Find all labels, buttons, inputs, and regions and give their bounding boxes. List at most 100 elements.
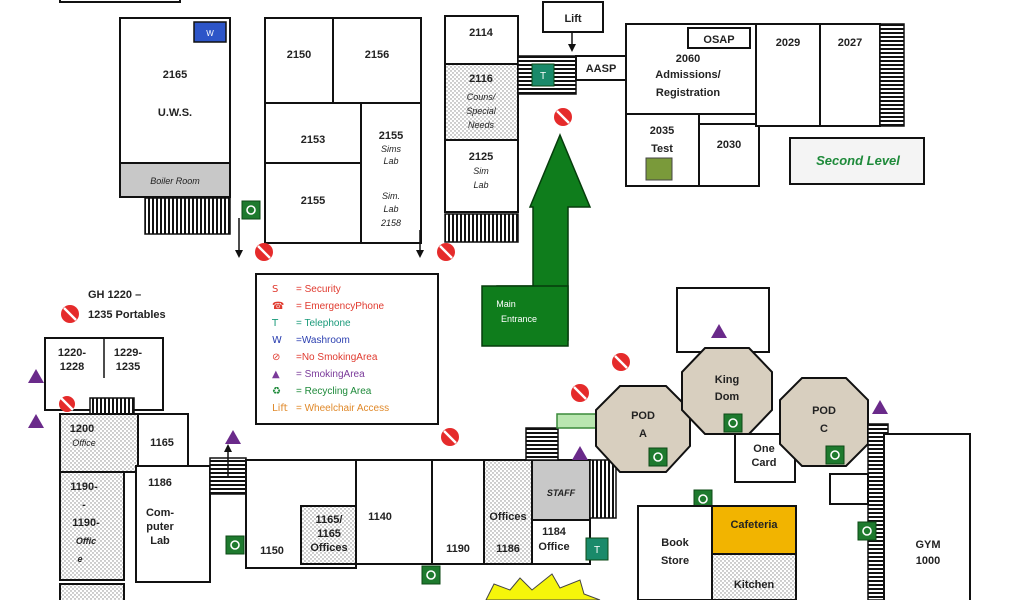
admissions-label: Admissions/	[655, 69, 720, 81]
legend-label-4: =No SmokingArea	[296, 352, 378, 363]
room-2035-test[interactable]: 2035 Test	[625, 113, 700, 187]
one-card-label-2: Card	[751, 457, 776, 469]
room-2153[interactable]: 2153	[264, 102, 362, 164]
room-above-king-dom	[676, 287, 770, 353]
room-2114[interactable]: 2114	[444, 15, 519, 65]
staff-room[interactable]: STAFF	[531, 459, 591, 521]
boiler-room-label: Boiler Room	[150, 176, 200, 186]
room-2150[interactable]: 2150	[264, 17, 334, 104]
stairs-icon	[89, 397, 135, 415]
portable-1228-label: 1228	[60, 361, 84, 373]
room-2156-label: 2156	[365, 49, 389, 61]
special-label: Special	[466, 106, 497, 116]
room-1190b-label: 1190-	[72, 517, 100, 529]
lab-label-2: Lab	[383, 204, 398, 214]
recycling-icon	[421, 565, 441, 585]
svg-text:-: -	[82, 499, 86, 511]
sim-label-2: Sim.	[382, 191, 400, 201]
kitchen-label: Kitchen	[734, 579, 775, 591]
legend-label-7: = Wheelchair Access	[296, 403, 389, 414]
book-store[interactable]: Book Store	[637, 505, 713, 600]
no-smoking-icon	[437, 243, 455, 261]
room-2155b-label: 2155	[379, 130, 403, 142]
room-2029[interactable]: 2029	[755, 23, 821, 127]
aasp-label: AASP	[586, 63, 617, 75]
legend-symbol-1: ☎	[272, 301, 284, 312]
legend-label-6: = Recycling Area	[296, 386, 372, 397]
room-1184-office[interactable]: 1184 Office	[531, 519, 591, 565]
room-2155-sims-lab[interactable]: 2155 Sims Lab Sim. Lab 2158	[360, 102, 422, 244]
pod-a-label-1: POD	[631, 410, 655, 422]
couns-label: Couns/	[467, 92, 497, 102]
kitchen[interactable]: Kitchen	[711, 553, 797, 600]
lift-label: Lift	[564, 13, 581, 25]
room-1190-office[interactable]: 1190- - 1190- Offic e	[59, 471, 125, 581]
room-2150-label: 2150	[287, 49, 311, 61]
room-2153-label: 2153	[301, 134, 325, 146]
legend-symbol-4: ⊘	[272, 352, 280, 363]
second-level-box: Second Level	[789, 137, 925, 185]
recycling-icon	[857, 521, 877, 541]
uws-label: U.W.S.	[158, 107, 192, 119]
room-1186-computer-lab[interactable]: 1186 Com- puter Lab	[135, 465, 211, 583]
room-1150-label: 1150	[260, 545, 284, 557]
room-1190a-label: 1190-	[70, 481, 98, 493]
pod-c[interactable]: POD C	[779, 377, 869, 467]
room-2030[interactable]: 2030	[698, 123, 760, 187]
room-2125[interactable]: 2125 Sim Lab	[444, 139, 519, 213]
portable-1229-label: 1229-	[114, 347, 142, 359]
portable-1235-label: 1235	[116, 361, 140, 373]
main-entrance-label-1: Main	[496, 299, 516, 309]
offices-1186[interactable]: Offices 1186	[483, 459, 533, 565]
room-1200-office[interactable]: 1200 Office	[59, 413, 139, 473]
room-2035-label: 2035	[650, 125, 674, 137]
room-2027[interactable]: 2027	[819, 23, 881, 127]
svg-text:T: T	[594, 545, 600, 556]
recycling-icon	[723, 413, 743, 433]
smoking-area-icon	[225, 430, 241, 444]
no-smoking-icon	[61, 305, 79, 323]
room-1190[interactable]: 1190	[431, 459, 485, 565]
room-2030-label: 2030	[717, 139, 741, 151]
legend-label-2: = Telephone	[296, 318, 351, 329]
one-card-label-1: One	[753, 443, 774, 455]
room-2165-label: 2165	[163, 69, 187, 81]
registration-label: Registration	[656, 87, 720, 99]
pod-c-label-1: POD	[812, 405, 836, 417]
no-smoking-icon	[441, 428, 459, 446]
recycling-icon	[693, 489, 713, 509]
main-entrance-label-2: Entrance	[501, 314, 537, 324]
cafeteria-label: Cafeteria	[730, 519, 778, 531]
pod-c-label-2: C	[820, 423, 828, 435]
room-1165b-label: 1165/	[316, 514, 343, 526]
lift[interactable]: Lift	[542, 1, 604, 33]
legend-symbol-2: T	[271, 318, 279, 329]
sim-label-3: Sim	[473, 166, 489, 176]
no-smoking-icon	[59, 396, 75, 412]
king-dom-label-1: King	[715, 374, 739, 386]
room-1165-offices[interactable]: 1165/ 1165 Offices	[300, 505, 357, 565]
osap[interactable]: OSAP	[687, 27, 751, 49]
stairs-icon	[444, 213, 519, 243]
room-2156[interactable]: 2156	[332, 17, 422, 104]
boiler-room[interactable]: Boiler Room	[119, 162, 231, 198]
room-1140-label: 1140	[368, 511, 392, 523]
gym-1000[interactable]: GYM 1000	[883, 433, 971, 600]
room-1140[interactable]: 1140	[355, 459, 433, 565]
room-2027-label: 2027	[838, 37, 862, 49]
computer-label-1: Com-	[146, 507, 174, 519]
aasp[interactable]: AASP	[575, 55, 627, 81]
cafeteria[interactable]: Cafeteria	[711, 505, 797, 555]
recycling-icon	[241, 200, 261, 220]
room-1165[interactable]: 1165	[137, 413, 189, 467]
pod-a[interactable]: POD A	[595, 385, 691, 473]
no-smoking-icon	[612, 353, 630, 371]
washroom-icon	[193, 21, 227, 43]
sims-label: Sims	[381, 144, 401, 154]
no-smoking-icon	[554, 108, 572, 126]
legend-label-0: = Security	[296, 284, 341, 295]
room-2155[interactable]: 2155	[264, 162, 362, 244]
room-2060-label: 2060	[676, 53, 700, 65]
room-2116[interactable]: 2116 Couns/ Special Needs	[444, 63, 519, 141]
telephone-icon	[531, 63, 555, 87]
